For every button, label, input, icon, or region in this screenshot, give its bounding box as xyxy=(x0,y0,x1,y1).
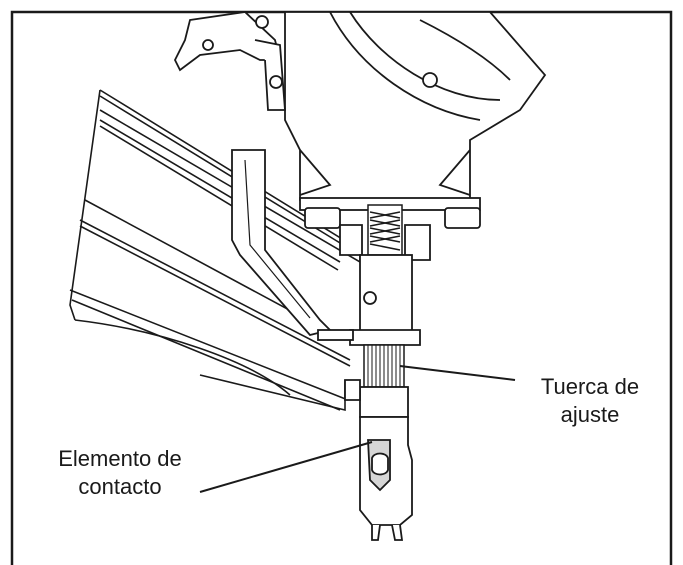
contact-column xyxy=(317,224,431,346)
adjustment-nut xyxy=(363,344,405,388)
spring xyxy=(367,204,403,256)
trigger-lever xyxy=(173,11,286,111)
contact-element-label-line2: contacto xyxy=(78,474,161,499)
nut-leader-line xyxy=(399,365,516,381)
tool-housing xyxy=(284,11,547,229)
adjust-nut-label-line1: Tuerca de xyxy=(541,374,639,399)
contact-element-label-line1: Elemento de xyxy=(58,446,182,471)
contact-element xyxy=(344,379,413,541)
adjust-nut-label-line2: ajuste xyxy=(561,402,620,427)
contact-leader-line xyxy=(199,441,373,493)
